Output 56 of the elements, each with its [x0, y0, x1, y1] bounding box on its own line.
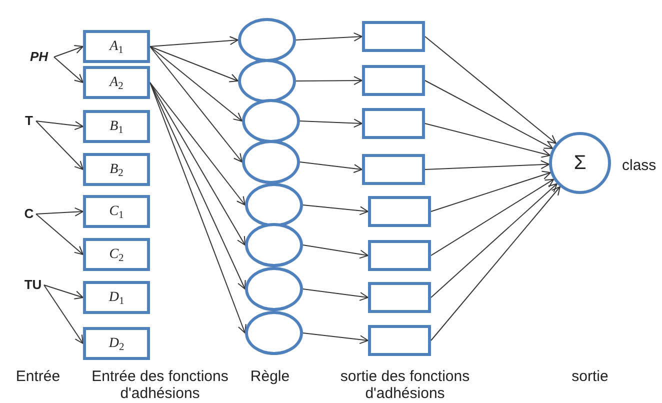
arrow [302, 204, 368, 216]
arrow [150, 82, 246, 246]
arrow [300, 162, 362, 173]
membership-box [362, 108, 425, 139]
arrow [424, 160, 550, 170]
membership-box [362, 154, 425, 185]
arrow [296, 32, 362, 42]
membership-box: A$_{2}$ [83, 66, 150, 99]
membership-box [368, 196, 431, 227]
membership-box: B$_{1}$ [83, 110, 150, 143]
arrow [302, 332, 368, 344]
column-label: Entrée [14, 368, 62, 385]
arrow [36, 207, 84, 216]
arrow [302, 244, 368, 259]
membership-box [368, 282, 431, 313]
arrow [430, 183, 558, 298]
arrow [150, 46, 242, 122]
membership-box [362, 21, 425, 52]
membership-box: A$_{1}$ [83, 30, 150, 63]
arrow [36, 214, 84, 255]
column-label: sortie des fonctions d'adhésions [339, 368, 471, 402]
column-label: sortie [570, 368, 610, 385]
membership-box [368, 325, 431, 356]
arrow [150, 36, 238, 47]
membership-box: B$_{2}$ [83, 153, 150, 186]
input-label: TU [22, 276, 44, 294]
arrow [424, 123, 550, 158]
membership-box: D$_{2}$ [83, 327, 150, 360]
arrow [44, 284, 84, 300]
membership-box: C$_{2}$ [83, 238, 150, 271]
arrow [150, 82, 246, 206]
output-label: class [622, 156, 656, 176]
column-label: Règle [249, 368, 291, 385]
input-label: T [22, 112, 36, 130]
arrow [150, 46, 242, 162]
arrow [430, 186, 561, 341]
membership-box [368, 240, 431, 271]
arrow [424, 80, 554, 149]
arrow [424, 36, 556, 144]
arrow [36, 120, 84, 130]
arrow [302, 288, 368, 301]
membership-box [362, 65, 425, 96]
membership-box: C$_{1}$ [83, 195, 150, 228]
arrow [300, 118, 362, 128]
arrow [44, 284, 84, 344]
arrow [296, 76, 362, 86]
arrow [150, 46, 238, 82]
arrow [54, 56, 84, 83]
arrow [54, 44, 84, 58]
arrow [36, 120, 84, 170]
column-label: Entrée des fonctions d'adhésions [90, 368, 230, 402]
membership-box: D$_{1}$ [83, 281, 150, 314]
input-label: C [22, 205, 36, 223]
arrow [430, 170, 552, 212]
input-label: PH [24, 48, 54, 66]
arrow [430, 178, 554, 256]
